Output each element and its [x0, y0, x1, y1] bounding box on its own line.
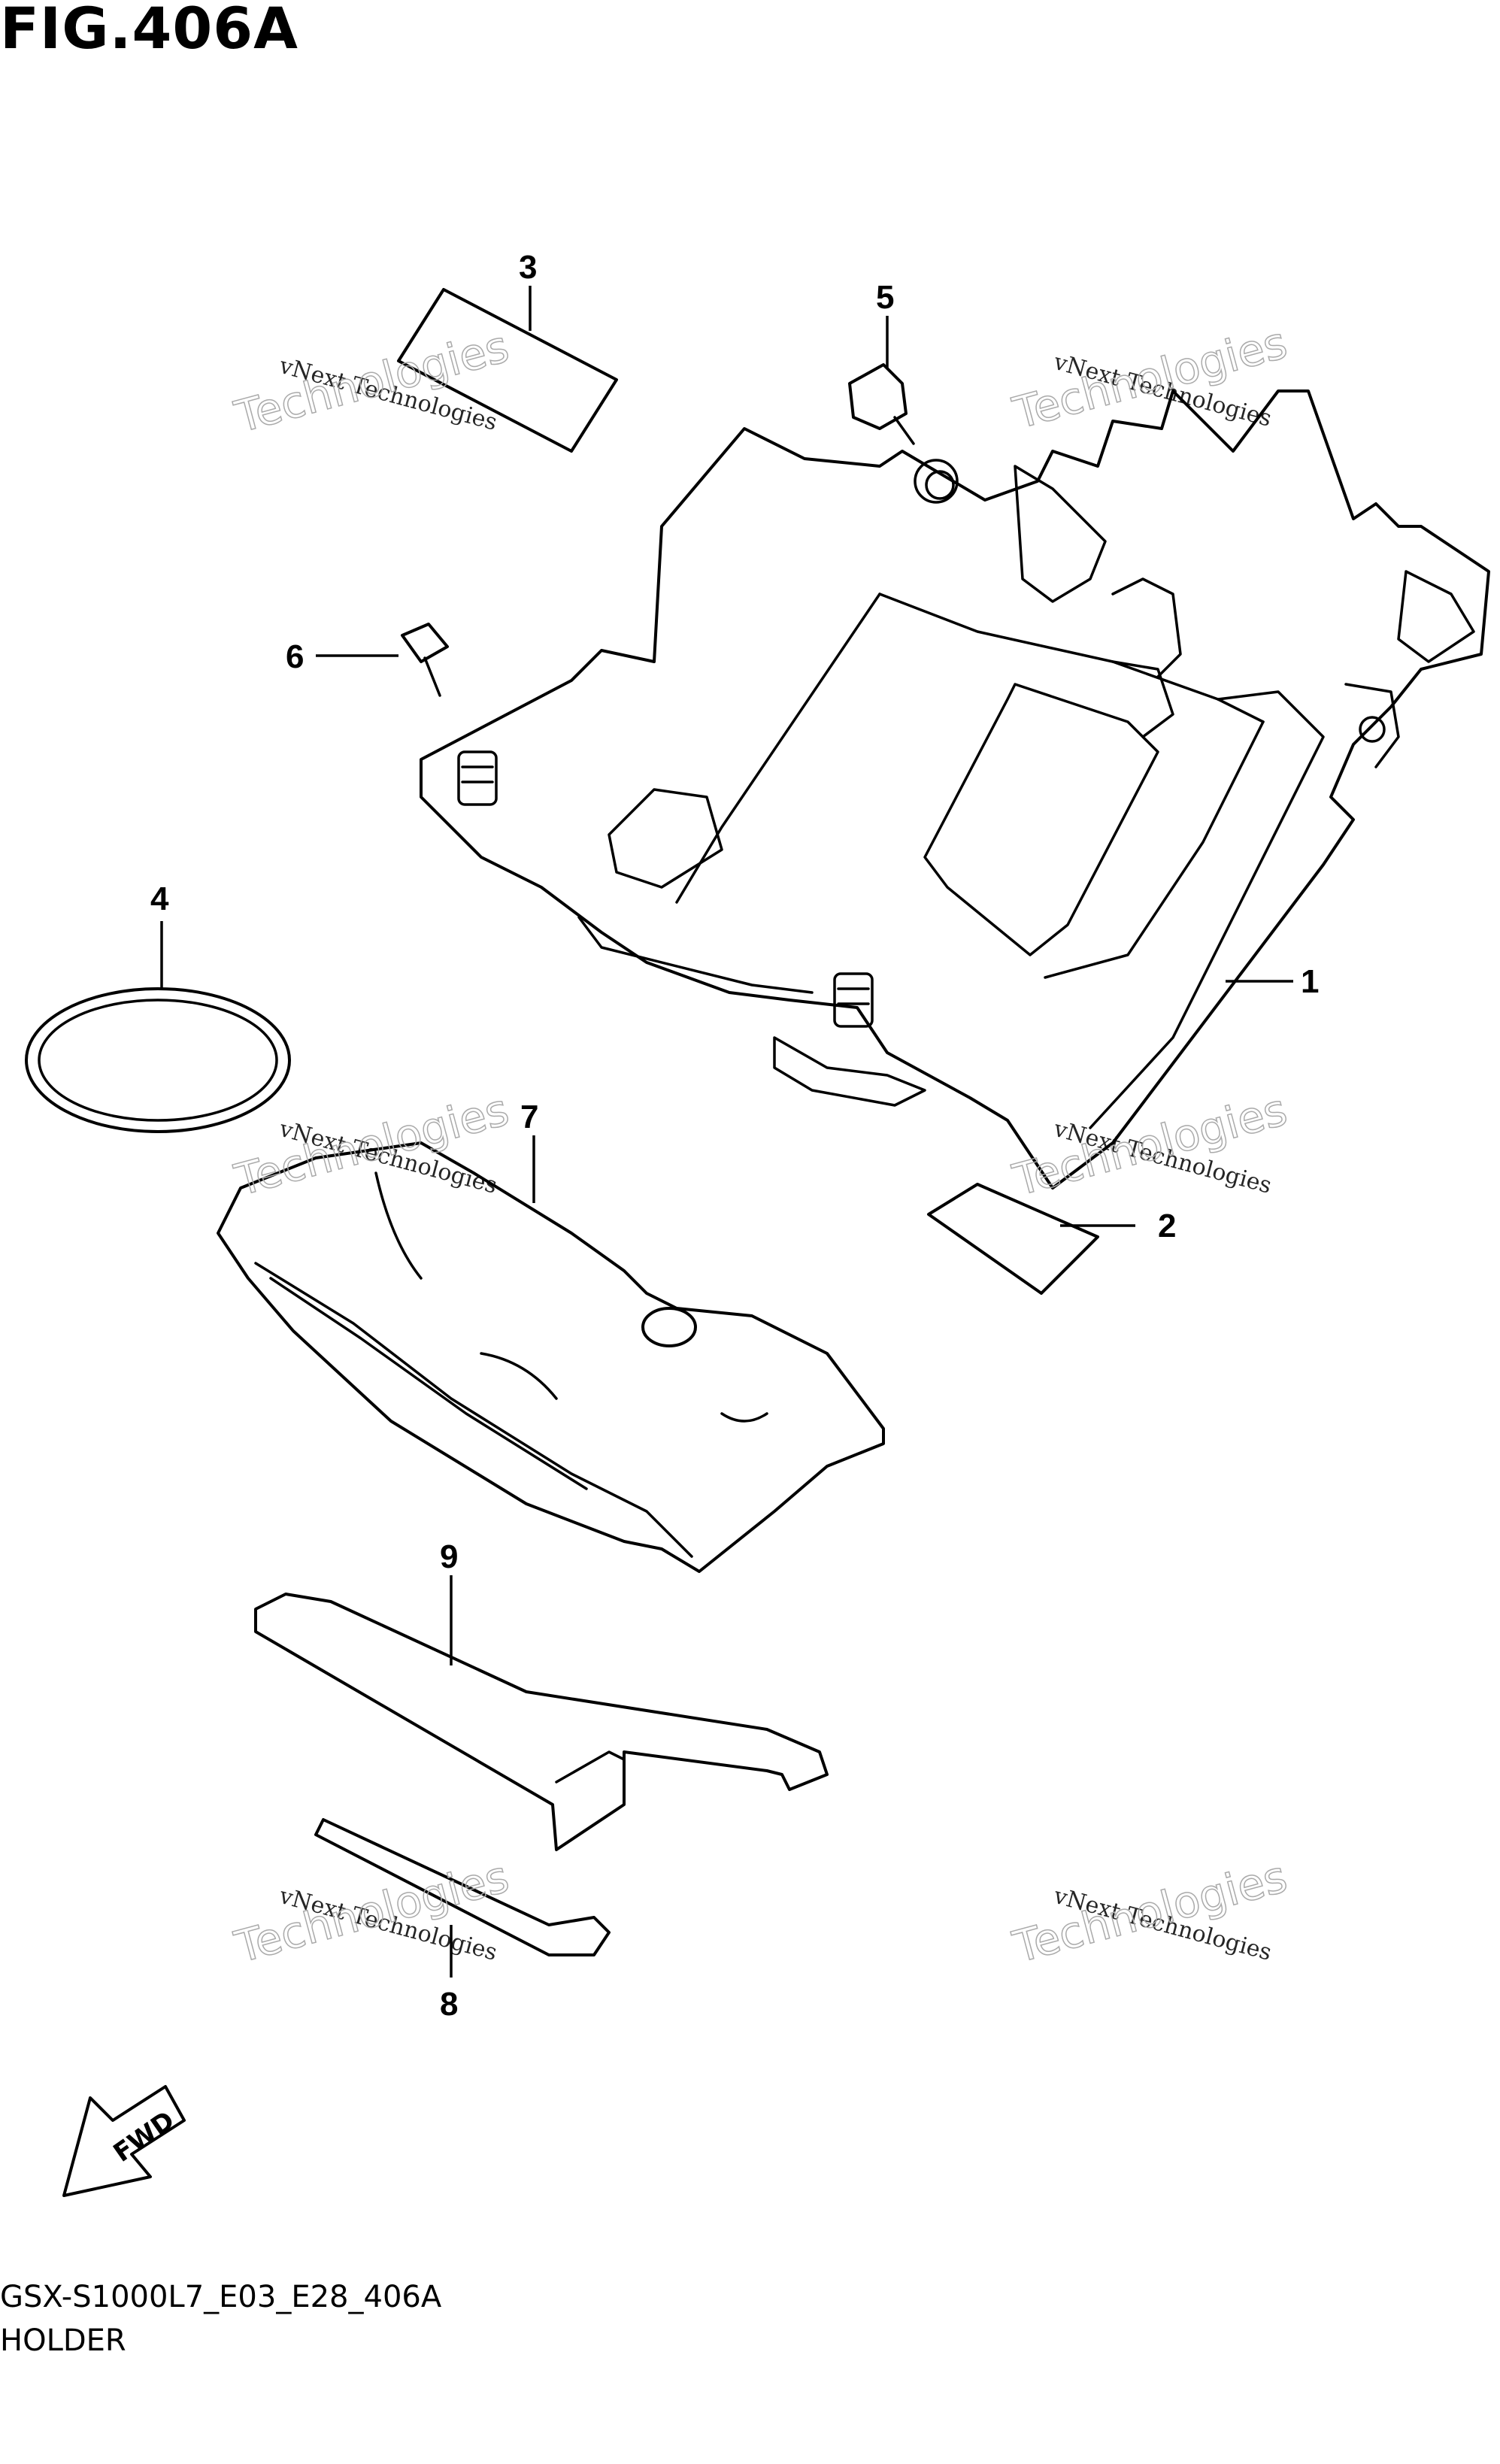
- figure-code: GSX-S1000L7_E03_E28_406A: [0, 2280, 442, 2314]
- part-5-screw[interactable]: [848, 363, 915, 445]
- part-7-cover[interactable]: [217, 1141, 885, 1573]
- callout-9: 9: [440, 1538, 458, 1575]
- callout-7: 7: [520, 1099, 538, 1135]
- callout-2: 2: [1158, 1208, 1176, 1244]
- part-4-ring[interactable]: [25, 987, 291, 1133]
- callout-1: 1: [1301, 963, 1319, 1000]
- part-3-pad[interactable]: [397, 288, 618, 453]
- part-9-spanner[interactable]: [254, 1593, 829, 1851]
- part-8-bar[interactable]: [314, 1818, 611, 1956]
- callout-8: 8: [440, 1986, 458, 2023]
- watermark-2: vNext Technologies Technologies: [1007, 317, 1292, 440]
- callout-5: 5: [876, 279, 894, 316]
- part-1-holder[interactable]: [420, 389, 1490, 1190]
- grommet-right-icon: [833, 972, 874, 1028]
- callout-6: 6: [286, 638, 304, 675]
- part-6-screw[interactable]: [401, 623, 449, 697]
- fwd-arrow-icon: FWD: [62, 2085, 186, 2197]
- figure-title: FIG.406A: [0, 0, 298, 62]
- callout-4: 4: [150, 880, 169, 917]
- watermark-6: vNext Technologies Technologies: [1007, 1850, 1292, 1974]
- figure-name: HOLDER: [0, 2323, 126, 2358]
- grommet-left-icon: [457, 750, 498, 806]
- callout-3: 3: [519, 249, 537, 286]
- part-2-pad[interactable]: [927, 1183, 1099, 1295]
